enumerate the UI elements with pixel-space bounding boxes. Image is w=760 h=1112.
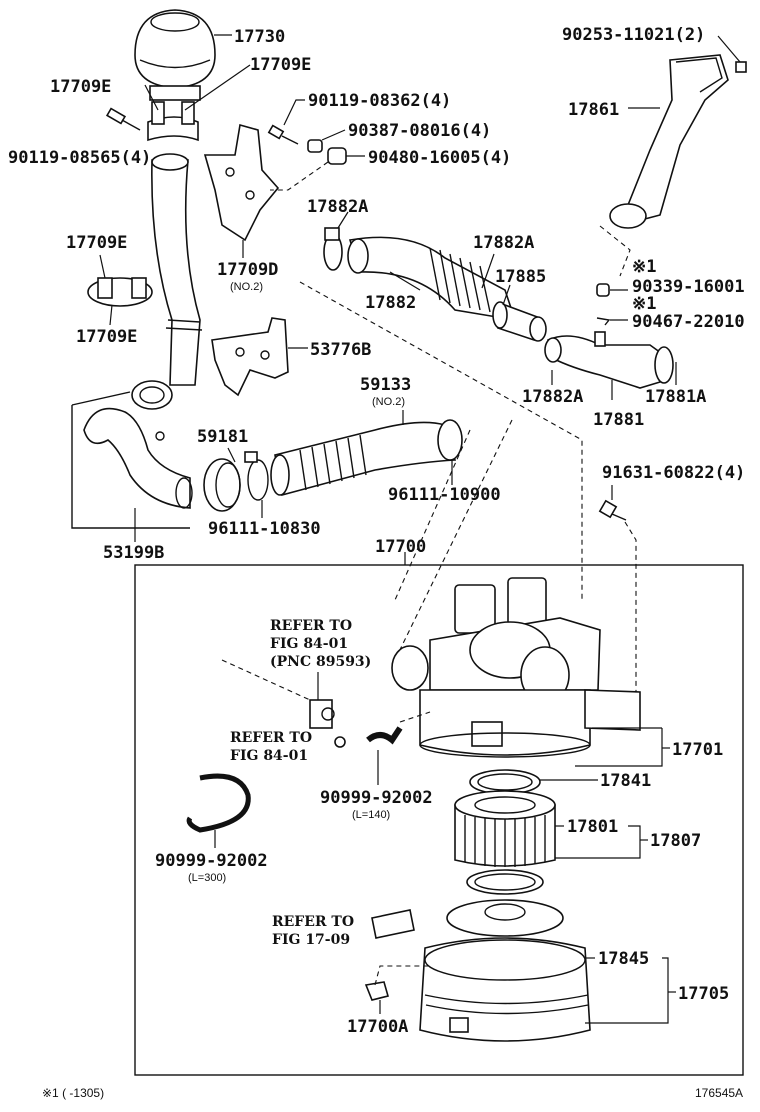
label-17709E-c: 17709E [66, 233, 127, 253]
clamp-17709E-top[interactable] [147, 101, 199, 142]
label-17709E-b: 17709E [250, 55, 311, 75]
filter-element-17801[interactable] [454, 790, 556, 867]
label-17807: 17807 [650, 831, 701, 851]
label-17701: 17701 [672, 740, 723, 760]
label-96111-10900: 96111-10900 [388, 485, 501, 505]
clip-90467-22010[interactable] [596, 317, 611, 326]
pipe-17885[interactable] [492, 301, 547, 342]
bolt-90253-11021[interactable] [735, 61, 747, 73]
label-90999-92002-b: 90999-92002 [155, 851, 268, 871]
case-17705[interactable] [419, 899, 591, 1042]
label-59181: 59181 [197, 427, 248, 447]
label-17709D-note: (NO.2) [230, 281, 263, 293]
label-90999-92002-a-note: (L=140) [352, 809, 390, 821]
bolt-90119-08362[interactable] [267, 124, 299, 145]
seal-ring[interactable] [466, 869, 544, 895]
footer-note: ※1 ( -1305) [42, 1086, 104, 1100]
clamp-96111-10830[interactable] [244, 451, 269, 501]
label-17700A: 17700A [347, 1017, 408, 1037]
label-53199B: 53199B [103, 543, 164, 563]
grommet-90480-16005[interactable] [327, 147, 347, 165]
label-17881A: 17881A [645, 387, 706, 407]
mark-90339-16001: ※1 [632, 257, 656, 277]
label-90387-08016: 90387-08016(4) [348, 121, 491, 141]
label-17861: 17861 [568, 100, 619, 120]
ref1-line3: (PNC 89593) [270, 654, 371, 670]
assembly-box-17700 [134, 564, 744, 1076]
sensor-89593[interactable] [309, 699, 346, 748]
label-17882: 17882 [365, 293, 416, 313]
ring-59181[interactable] [203, 458, 241, 512]
hose-intake-left[interactable] [131, 153, 203, 410]
label-90339-16001: 90339-16001 [632, 277, 745, 297]
label-90999-92002-b-note: (L=300) [188, 872, 226, 884]
hose-90999-92002-long[interactable] [186, 773, 251, 833]
label-90253-11021: 90253-11021(2) [562, 25, 705, 45]
ref2-line1: REFER TO [230, 730, 312, 746]
hose-90999-92002-short[interactable] [366, 726, 403, 745]
label-17709E-a: 17709E [50, 77, 111, 97]
label-59133: 59133 [360, 375, 411, 395]
ref2-line2: FIG 84-01 [230, 748, 308, 764]
bracket-53776B[interactable] [211, 317, 289, 397]
label-90119-08565: 90119-08565(4) [8, 148, 151, 168]
label-91631-60822: 91631-60822(4) [602, 463, 745, 483]
label-17801: 17801 [567, 817, 618, 837]
clamp-17882A-left[interactable] [323, 227, 343, 271]
cap-17730[interactable] [134, 9, 216, 101]
label-96111-10830: 96111-10830 [208, 519, 321, 539]
label-17700: 17700 [375, 537, 426, 557]
ref3-line1: REFER TO [272, 914, 354, 930]
ref1-line1: REFER TO [270, 618, 352, 634]
hose-53199B[interactable] [83, 407, 193, 509]
clip-17700A[interactable] [364, 981, 389, 1001]
figure-code: 176545A [695, 1086, 743, 1100]
mark-90467-22010: ※1 [632, 294, 656, 314]
refer-fig-17-09-part[interactable] [371, 909, 415, 939]
hose-59133[interactable] [270, 419, 463, 496]
label-17882A-a: 17882A [307, 197, 368, 217]
bolt-91631-60822[interactable] [598, 499, 627, 521]
hose-17881[interactable] [544, 331, 674, 389]
hose-17882[interactable] [347, 236, 517, 322]
label-17841: 17841 [600, 771, 651, 791]
label-17885: 17885 [495, 267, 546, 287]
clamp-17709E-left[interactable] [87, 277, 153, 307]
label-90999-92002-a: 90999-92002 [320, 788, 433, 808]
cap-90339-16001[interactable] [596, 283, 610, 297]
label-53776B: 53776B [310, 340, 371, 360]
bracket-17709D[interactable] [203, 123, 280, 242]
label-17882A-c: 17882A [522, 387, 583, 407]
pipe-17861[interactable] [609, 54, 729, 229]
label-17705: 17705 [678, 984, 729, 1004]
label-17730: 17730 [234, 27, 285, 47]
label-17709D: 17709D [217, 260, 278, 280]
label-17845: 17845 [598, 949, 649, 969]
label-17881: 17881 [593, 410, 644, 430]
label-90467-22010: 90467-22010 [632, 312, 745, 332]
ref3-line2: FIG 17-09 [272, 932, 350, 948]
label-17882A-b: 17882A [473, 233, 534, 253]
housing-17701[interactable] [391, 577, 641, 758]
spacer-90387-08016[interactable] [307, 139, 323, 153]
ref1-line2: FIG 84-01 [270, 636, 348, 652]
label-17709E-d: 17709E [76, 327, 137, 347]
bolt-90119-08565[interactable] [105, 107, 141, 131]
label-90480-16005: 90480-16005(4) [368, 148, 511, 168]
label-59133-note: (NO.2) [372, 396, 405, 408]
label-90119-08362: 90119-08362(4) [308, 91, 451, 111]
